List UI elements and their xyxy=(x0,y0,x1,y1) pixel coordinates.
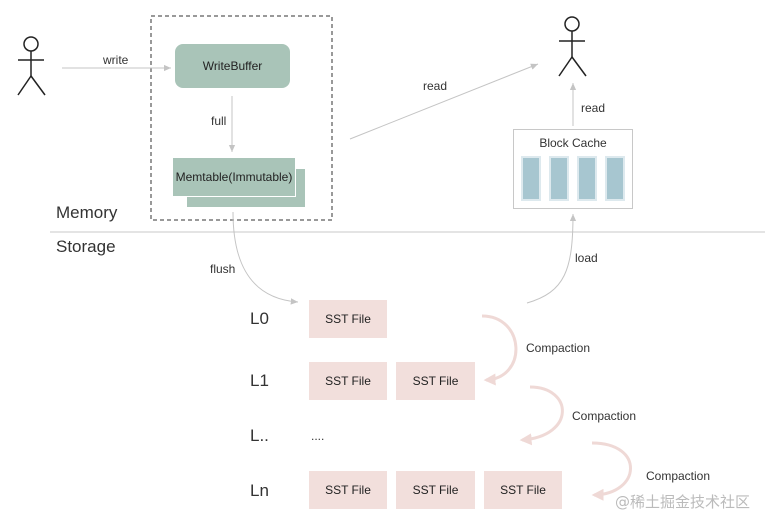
cache-read-label: read xyxy=(581,101,606,115)
cache-slot xyxy=(577,156,597,201)
load-label: load xyxy=(575,251,598,265)
read-arrow xyxy=(349,63,539,140)
sst-file-box: SST File xyxy=(309,471,387,509)
sst-file-box: SST File xyxy=(396,471,475,509)
memory-region-label: Memory xyxy=(56,203,118,222)
compaction-label-3: Compaction xyxy=(646,469,711,483)
write-label: write xyxy=(103,53,129,67)
memory-container xyxy=(150,15,333,221)
cache-slot xyxy=(605,156,625,201)
cache-slot xyxy=(521,156,541,201)
compaction-arrow-l0-l1 xyxy=(481,314,518,386)
sst-file-box: SST File xyxy=(396,362,475,400)
sst-file-box: SST File xyxy=(309,300,387,338)
level-label: L0 xyxy=(250,309,269,328)
read-label: read xyxy=(423,79,448,93)
flush-label: flush xyxy=(210,262,236,276)
level-label: L.. xyxy=(250,426,269,445)
writer-user-icon xyxy=(17,36,46,96)
compaction-arrow-l1-ln xyxy=(519,385,564,446)
level-label: L1 xyxy=(250,371,269,390)
cache-slot xyxy=(549,156,569,201)
compaction-label-1: Compaction xyxy=(526,341,591,355)
reader-user-icon xyxy=(558,16,587,77)
block-cache-title: Block Cache xyxy=(539,136,607,150)
watermark: @稀土掘金技术社区 xyxy=(615,493,751,511)
write-buffer-box: WriteBuffer xyxy=(175,44,290,88)
block-cache-box: Block Cache xyxy=(513,129,633,209)
storage-region-label: Storage xyxy=(56,237,116,256)
flush-arrow xyxy=(232,211,299,305)
full-label: full xyxy=(211,114,227,128)
compaction-arrow-ln xyxy=(591,441,632,501)
level-ellipsis: .... xyxy=(311,429,325,443)
load-arrow xyxy=(526,213,577,304)
memtable-box: Memtable(Immutable) xyxy=(172,157,296,197)
sst-file-box: SST File xyxy=(309,362,387,400)
sst-file-box: SST File xyxy=(484,471,562,509)
level-label: Ln xyxy=(250,481,269,500)
compaction-label-2: Compaction xyxy=(572,409,637,423)
